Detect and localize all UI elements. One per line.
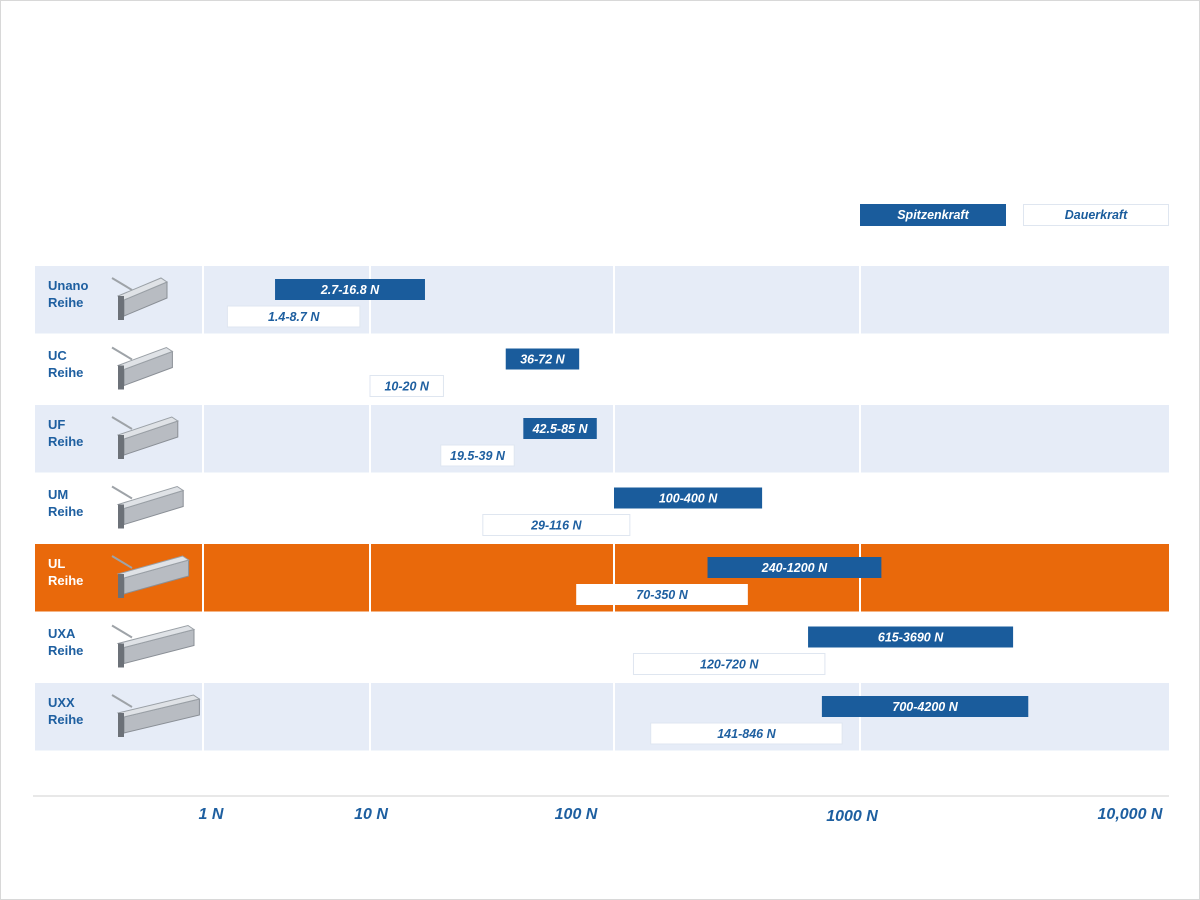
series-suffix: Reihe — [48, 573, 84, 588]
legend-peak-force: Spitzenkraft — [860, 204, 1006, 226]
legend-continuous-force: Dauerkraft — [1023, 204, 1169, 226]
motor-product-image — [111, 555, 190, 598]
row-label: UXX Reihe — [48, 694, 128, 728]
motor-product-image — [111, 277, 169, 320]
peak-force-label: 2.7-16.8 N — [320, 283, 380, 297]
continuous-force-label: 141-846 N — [717, 727, 776, 741]
row-background — [35, 405, 1169, 473]
peak-force-label: 100-400 N — [659, 492, 718, 506]
motor-product-image — [111, 694, 201, 737]
peak-force-bar — [505, 348, 580, 370]
row-label: UL Reihe — [48, 555, 128, 589]
continuous-force-label: 29-116 N — [530, 519, 582, 533]
continuous-force-bar — [576, 584, 748, 605]
motor-product-image — [111, 346, 174, 390]
peak-force-label: 36-72 N — [520, 353, 565, 367]
series-name: UC — [48, 347, 67, 363]
peak-force-label: 42.5-85 N — [532, 422, 589, 436]
continuous-force-bar — [369, 375, 444, 397]
series-name: UXA — [48, 625, 76, 641]
peak-force-bar — [808, 626, 1014, 648]
series-suffix: Reihe — [48, 642, 84, 658]
series-name: UF — [48, 417, 66, 432]
series-name: UXX — [48, 695, 75, 710]
peak-force-label: 700-4200 N — [892, 700, 958, 714]
continuous-force-bar — [650, 722, 843, 745]
series-name: Unano — [48, 278, 89, 293]
x-tick-label: 100 N — [555, 806, 598, 823]
series-suffix: Reihe — [48, 503, 84, 519]
continuous-force-bar — [440, 444, 515, 467]
continuous-force-label: 120-720 N — [700, 658, 759, 672]
peak-force-label: 615-3690 N — [878, 631, 944, 645]
peak-force-bar — [614, 487, 763, 509]
x-tick-label: 1000 N — [826, 808, 878, 825]
series-suffix: Reihe — [48, 712, 84, 727]
series-suffix: Reihe — [48, 295, 84, 310]
x-tick-label: 10 N — [354, 806, 388, 823]
x-tick-label: 1 N — [199, 806, 224, 823]
peak-force-bar — [821, 696, 1029, 717]
row-label: UF Reihe — [48, 416, 128, 450]
motor-product-image — [111, 416, 179, 459]
continuous-force-bar — [632, 653, 826, 675]
row-background — [35, 335, 1169, 403]
motor-product-image — [111, 485, 185, 529]
continuous-force-label: 10-20 N — [384, 380, 429, 394]
peak-force-bar — [523, 418, 597, 439]
series-suffix: Reihe — [48, 364, 84, 380]
row-background — [35, 266, 1169, 334]
x-tick-label: 10,000 N — [1098, 806, 1163, 823]
peak-force-label: 240-1200 N — [761, 561, 828, 575]
peak-force-bar — [707, 557, 882, 578]
motor-product-image — [111, 624, 196, 668]
series-suffix: Reihe — [48, 434, 84, 449]
continuous-force-bar — [482, 514, 631, 536]
series-name: UM — [48, 486, 69, 502]
peak-force-bar — [275, 279, 425, 300]
continuous-force-bar — [226, 305, 361, 328]
continuous-force-label: 19.5-39 N — [450, 449, 506, 463]
continuous-force-label: 70-350 N — [636, 588, 688, 602]
series-name: UL — [48, 556, 66, 571]
continuous-force-label: 1.4-8.7 N — [268, 310, 320, 324]
